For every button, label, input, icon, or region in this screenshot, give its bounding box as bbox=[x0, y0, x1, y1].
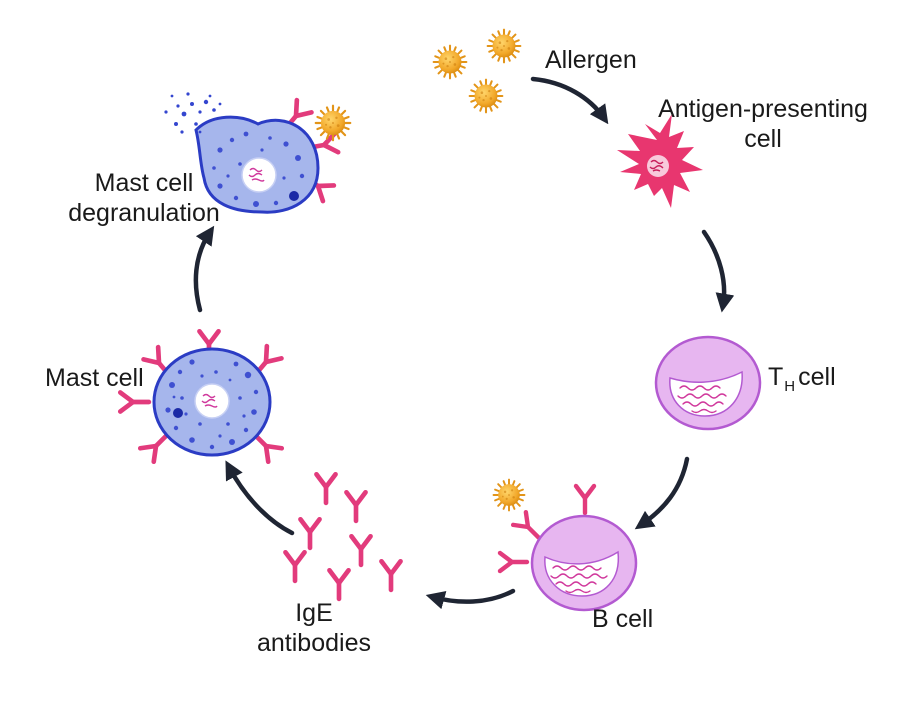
label-degran-line1: Mast cell bbox=[94, 169, 194, 197]
arrow-b-to-ige bbox=[425, 588, 516, 610]
arrow-th-to-b bbox=[634, 456, 690, 530]
ige-antibody bbox=[381, 561, 400, 590]
allergen-grain bbox=[486, 28, 522, 64]
ige-antibody bbox=[346, 492, 365, 521]
ige-antibodies bbox=[285, 474, 400, 599]
label-th-subscript: H bbox=[784, 378, 796, 395]
label-ige-antibodies: IgE antibodies bbox=[234, 598, 394, 658]
b-cell-surface-antibody bbox=[500, 553, 527, 571]
antigen-presenting-cell bbox=[617, 114, 703, 208]
arrow-ige-to-mast bbox=[225, 460, 295, 536]
label-mast-cell: Mast cell bbox=[45, 364, 144, 392]
label-degran-line2: degranulation bbox=[68, 199, 220, 227]
mast-cell bbox=[120, 331, 281, 461]
allergen-grain bbox=[468, 78, 504, 114]
released-granules bbox=[164, 92, 222, 134]
ige-antibody bbox=[329, 570, 348, 599]
degranulating-mast-cell bbox=[164, 92, 338, 214]
label-b-cell: B cell bbox=[592, 605, 654, 633]
label-allergen: Allergen bbox=[545, 46, 637, 74]
label-ige-line1: IgE bbox=[295, 599, 333, 627]
label-th-rest: cell bbox=[798, 363, 836, 391]
arrow-mast-to-degran bbox=[193, 225, 215, 313]
label-apc-line2: cell bbox=[744, 125, 782, 153]
ige-antibody bbox=[351, 536, 370, 565]
mast-cell-surface-antibody bbox=[120, 392, 149, 411]
label-th-main: T bbox=[768, 363, 784, 391]
allergen-grain-bound bbox=[314, 104, 352, 142]
b-cell bbox=[500, 486, 638, 612]
allergen-grain-bound bbox=[492, 478, 526, 512]
label-mast-cell-degranulation: Mast cell degranulation bbox=[58, 168, 230, 228]
label-apc-line1: Antigen-presenting bbox=[658, 95, 868, 123]
ige-antibody bbox=[285, 552, 304, 581]
b-cell-surface-antibody bbox=[576, 486, 594, 513]
ige-antibody bbox=[300, 519, 319, 548]
th-cell bbox=[654, 335, 762, 431]
arrow-apc-to-th bbox=[701, 229, 735, 313]
allergen-grain bbox=[432, 44, 468, 80]
label-antigen-presenting-cell: Antigen-presenting cell bbox=[640, 94, 886, 154]
ige-antibody bbox=[316, 474, 335, 503]
label-ige-line2: antibodies bbox=[257, 629, 371, 657]
arrow-allergen-to-apc bbox=[530, 76, 609, 125]
